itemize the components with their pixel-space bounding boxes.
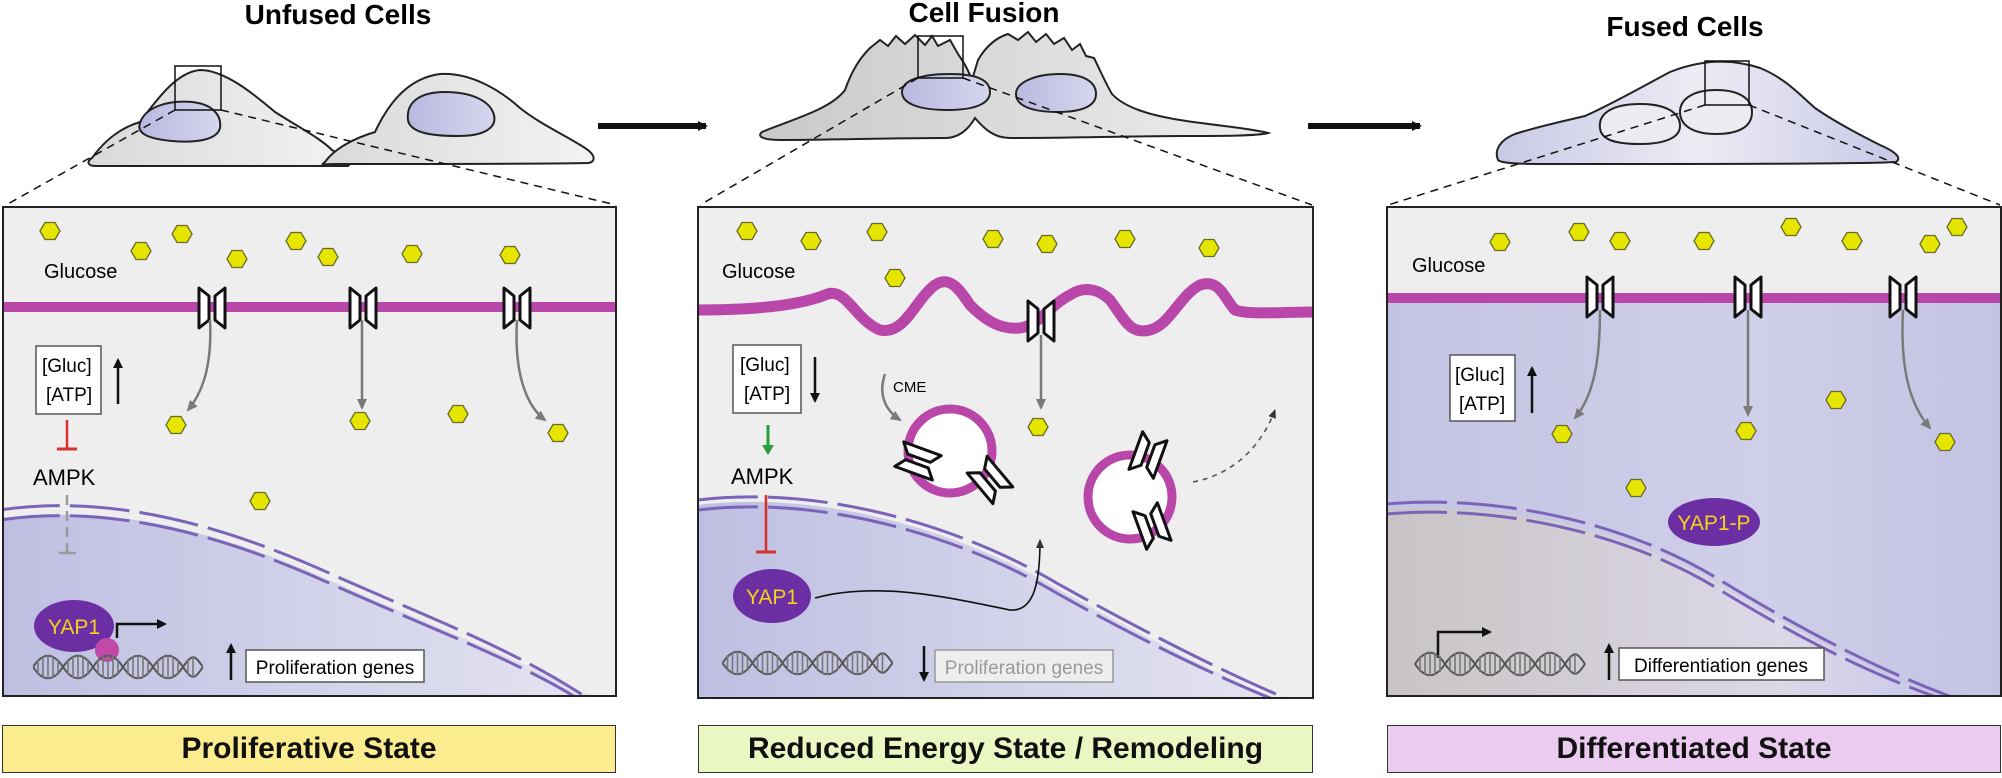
state-label-remodeling: Reduced Energy State / Remodeling — [747, 732, 1264, 765]
fusion-cell — [759, 30, 1272, 142]
genes-label-fusion: Proliferation genes — [945, 658, 1103, 679]
yap1-p-label-fused: YAP1-P — [1677, 512, 1750, 535]
gluc-label-fused: [Gluc] — [1455, 365, 1505, 386]
fused-cells-illustration — [1387, 60, 2001, 206]
title-unfused: Unfused Cells — [245, 0, 432, 30]
yap1-label-fusion: YAP1 — [746, 586, 798, 609]
cme-label: CME — [893, 379, 926, 396]
gluc-label-unfused: [Gluc] — [42, 356, 92, 377]
ampk-label-unfused: AMPK — [33, 465, 96, 490]
nucleus-fusion — [698, 501, 1276, 698]
yap1-fusion — [733, 569, 811, 623]
title-fused: Fused Cells — [1606, 11, 1763, 42]
panel-fusion: Glucose [Gluc] [ATP] CME AMPK YAP1 Proli… — [697, 206, 1314, 699]
membrane-fused — [1387, 293, 2001, 303]
metabolite-box-fused — [1449, 354, 1516, 422]
state-label-differentiated: Differentiated State — [1556, 732, 1832, 765]
state-label-proliferative: Proliferative State — [181, 732, 437, 765]
yap1-unfused — [34, 600, 114, 652]
fusion-cells-illustration — [699, 30, 1313, 206]
yap-export-arrow — [814, 539, 1044, 611]
fused-zoom-box — [1704, 60, 1750, 106]
unfused-zoom-box — [174, 65, 222, 111]
atp-label-unfused: [ATP] — [46, 385, 92, 406]
title-fusion: Cell Fusion — [909, 0, 1060, 28]
glucose-label-fused: Glucose — [1412, 255, 1485, 277]
state-bar-remodeling: Reduced Energy State / Remodeling — [698, 725, 1313, 773]
genes-label-unfused: Proliferation genes — [256, 658, 414, 679]
glucose-label-unfused: Glucose — [44, 261, 117, 283]
gluc-label-fusion: [Gluc] — [740, 355, 790, 376]
fused-nucleus-right — [1678, 88, 1754, 136]
glucose-label-fusion: Glucose — [722, 261, 795, 283]
fusion-nucleus-right — [1014, 72, 1098, 114]
state-bar-proliferative: Proliferative State — [2, 725, 616, 773]
fused-nucleus-left — [1598, 102, 1682, 146]
nucleus-unfused — [3, 514, 592, 696]
ampk-label-fusion: AMPK — [731, 464, 794, 489]
panel-fused: Glucose [Gluc] [ATP] YAP1-P Differentiat… — [1386, 206, 2002, 697]
unfused-cells-illustration — [5, 65, 617, 206]
fusion-nucleus-left — [900, 72, 992, 112]
fusion-zoom-box — [917, 35, 964, 79]
metabolite-box-fusion — [732, 344, 802, 414]
panel-unfused: Glucose [Gluc] [ATP] AMPK YAP1 Prolifera… — [2, 206, 617, 697]
state-bar-differentiated: Differentiated State — [1387, 725, 2001, 773]
atp-label-fused: [ATP] — [1459, 394, 1505, 415]
genes-label-fused: Differentiation genes — [1634, 656, 1808, 677]
unfused-nucleus-right — [406, 90, 496, 138]
membrane-unfused — [3, 302, 616, 312]
atp-label-fusion: [ATP] — [744, 384, 790, 405]
yap1-p-fused — [1668, 498, 1760, 546]
unfused-nucleus-left — [138, 100, 222, 143]
metabolite-box-unfused — [35, 345, 102, 415]
yap1-label-unfused: YAP1 — [48, 616, 100, 639]
